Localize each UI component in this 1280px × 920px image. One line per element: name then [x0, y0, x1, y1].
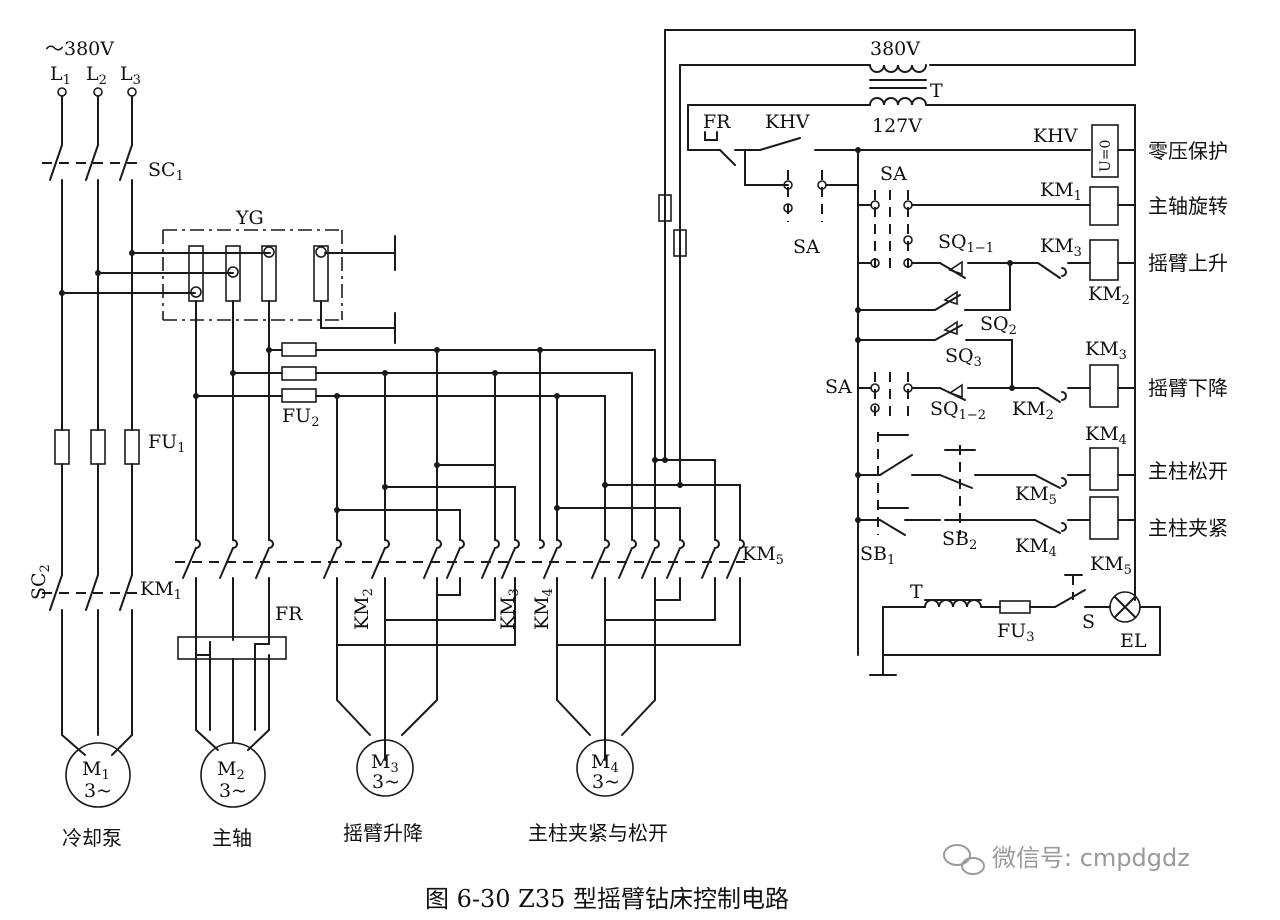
arm-up-row — [857, 239, 1136, 311]
label-sq3: SQ3 — [945, 345, 982, 370]
figure-caption: 图 6-30 Z35 型摇臂钻床控制电路 — [425, 885, 789, 913]
arm-down-row — [857, 364, 1136, 420]
lamp-circuit — [869, 574, 1161, 676]
motor-m4 — [576, 739, 634, 797]
motor-label-m1: 冷却泵 — [62, 826, 122, 850]
motor-m3-name: M3 — [371, 751, 399, 776]
label-km4-main: KM4 — [531, 588, 556, 630]
motor-m1-name: M1 — [82, 758, 110, 783]
label-km2-main: KM2 — [351, 588, 376, 630]
label-sq12: SQ1−2 — [930, 398, 986, 423]
label-yg: YG — [235, 207, 264, 229]
motor-m4-phase: 3~ — [592, 771, 620, 793]
label-s: S — [1082, 611, 1095, 633]
motor-m3-phase: 3~ — [372, 771, 400, 793]
sq2-sq3-limit — [855, 307, 1013, 389]
motor-label-m3: 摇臂升降 — [343, 821, 423, 845]
label-el: EL — [1120, 630, 1147, 652]
label-km5-lamp: KM5 — [1090, 553, 1132, 578]
label-sb2: SB2 — [942, 528, 977, 553]
label-127v: 127V — [872, 115, 922, 137]
motor-m1 — [65, 742, 131, 808]
zero-voltage-row — [687, 104, 1136, 656]
label-sa-3: SA — [825, 376, 852, 398]
label-km3-coil: KM3 — [1085, 338, 1127, 363]
fn-arm-up: 摇臂上升 — [1148, 251, 1228, 275]
label-t: T — [930, 80, 943, 102]
supply-voltage: ～380V — [45, 38, 114, 60]
motor-m3 — [356, 739, 414, 797]
label-t-lamp: T — [910, 581, 923, 603]
fr-thermal-relay — [177, 636, 287, 751]
fuses-fu1 — [54, 429, 140, 576]
label-380v: 380V — [870, 38, 920, 60]
motor-m1-phase: 3~ — [84, 780, 112, 802]
fn-arm-down: 摇臂下降 — [1148, 376, 1228, 400]
motor-m4-name: M4 — [591, 751, 619, 776]
phase-l2: L — [86, 63, 99, 85]
phase-l3: L — [120, 63, 133, 85]
label-km5-nc: KM5 — [1015, 483, 1057, 508]
sa-selector-2 — [857, 190, 1091, 275]
control-transformer-t — [687, 64, 1136, 601]
label-km5-main: KM5 — [742, 543, 784, 568]
motor-label-m2: 主轴 — [212, 826, 252, 850]
label-fu3: FU3 — [997, 620, 1034, 645]
label-km3-nc-up: KM3 — [1040, 235, 1082, 260]
label-khv-coil: KHV — [1033, 125, 1078, 147]
label-sc1: SC1 — [148, 159, 184, 184]
m3-cross-wiring — [334, 462, 516, 541]
motor-label-m4: 主柱夹紧与松开 — [528, 821, 668, 845]
m4-cross-wiring — [554, 457, 741, 541]
label-sb1: SB1 — [860, 543, 895, 568]
label-km1: KM1 — [140, 578, 182, 603]
label-km4-nc: KM4 — [1015, 535, 1057, 560]
label-fr-ctrl: FR — [703, 111, 731, 133]
transformer-feed — [658, 29, 1136, 488]
fn-column-release: 主柱松开 — [1148, 459, 1228, 483]
label-sa-1: SA — [793, 236, 820, 258]
label-sq11: SQ1−1 — [938, 231, 994, 256]
motor-m2-phase: 3~ — [219, 780, 247, 802]
label-km4-coil: KM4 — [1085, 423, 1127, 448]
column-rows — [855, 432, 1136, 540]
fn-column-clamp: 主柱夹紧 — [1148, 516, 1228, 540]
label-km2-nc-down: KM2 — [1012, 398, 1054, 423]
label-khv: KHV — [765, 111, 810, 133]
label-km3-main: KM3 — [497, 588, 522, 630]
label-sa-2: SA — [880, 163, 907, 185]
phase-l1: L — [50, 63, 63, 85]
supply-terminals — [57, 87, 137, 146]
svg-text:L1: L1 — [50, 63, 71, 88]
svg-text:L2: L2 — [86, 63, 107, 88]
fn-spindle-rotation: 主轴旋转 — [1148, 194, 1228, 218]
bus-wiring — [59, 250, 271, 296]
label-u0: U=0 — [1098, 140, 1114, 172]
switch-sc1 — [42, 144, 140, 431]
label-km2-coil: KM2 — [1088, 283, 1130, 308]
label-sc2: SC2 — [28, 564, 53, 600]
switch-sc2-km1 — [42, 574, 140, 756]
supply-label: ～380V L1 L2 L3 — [45, 38, 141, 88]
contactor-row — [175, 539, 745, 761]
svg-text:L3: L3 — [120, 63, 141, 88]
wechat-icon — [943, 844, 985, 875]
yg-collector — [162, 229, 396, 541]
coil-km1 — [1089, 186, 1136, 226]
fn-zero-voltage: 零压保护 — [1148, 139, 1228, 163]
sa-selector-1 — [744, 170, 859, 222]
label-fu2: FU2 — [282, 405, 319, 430]
label-sq2: SQ2 — [980, 313, 1017, 338]
motor-m2 — [200, 742, 266, 808]
watermark-text: 微信号: cmpdgdz — [992, 844, 1190, 872]
label-fr: FR — [275, 603, 303, 625]
label-fu1: FU1 — [148, 431, 185, 456]
label-km1-coil: KM1 — [1040, 179, 1082, 204]
motor-m2-name: M2 — [217, 758, 245, 783]
